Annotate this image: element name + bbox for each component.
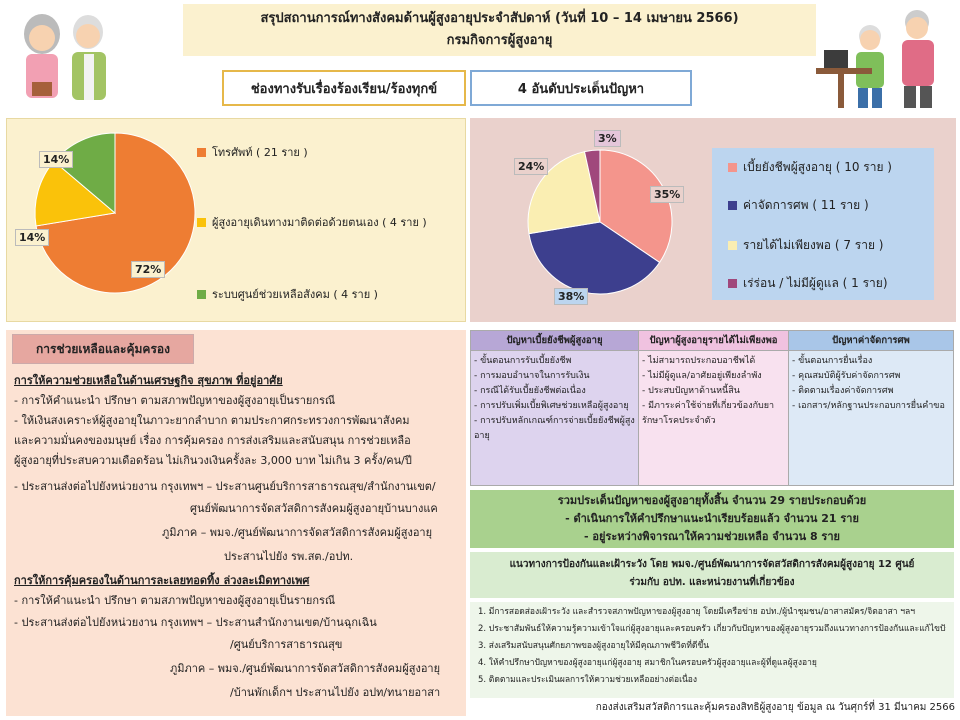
pie2-label-homeless: 3% [594,130,621,147]
legend-income-swatch [728,241,737,250]
assist-subheading-protection: การให้การคุ้มครองในด้านการละเลยทอดทิ้ง ล… [14,574,310,587]
problems-table: ปัญหาเบี้ยยังชีพผู้สูงอายุ ปัญหาผู้สูงอา… [470,330,954,486]
issues-legend: เบี้ยยังชีพผู้สูงอายุ ( 10 ราย ) ค่าจัดก… [712,148,934,300]
legend-system: ระบบศูนย์ช่วยเหลือสังคม ( 4 ราย ) [197,285,378,303]
assist-line: - ประสานส่งต่อไปยังหน่วยงาน กรุงเทพฯ – ป… [14,480,436,493]
elderly-couple-illustration [24,14,106,100]
assist-line: ภูมิภาค – พมจ./ศูนย์พัฒนาการจัดสวัสดิการ… [170,662,441,675]
legend-homeless-swatch [728,279,737,288]
list-item: 4. ให้คำปรึกษาปัญหาของผู้สูงอายุแก่ผู้สู… [478,658,817,668]
report-title: สรุปสถานการณ์ทางสังคมด้านผู้สูงอายุประจำ… [183,4,816,56]
problems-header-funeral: ปัญหาค่าจัดการศพ [788,330,954,351]
problems-col-funeral: ขั้นตอนการยื่นเรื่อง คุณสมบัติผู้รับค่าจ… [788,350,954,486]
pie1-label-walkin: 14% [15,229,50,246]
list-item: การปรับหลักเกณฑ์การจ่ายเบี้ยยังชีพผู้สูง… [474,414,635,444]
list-item: ประสบปัญหาด้านหนี้สิน [642,384,785,399]
pie1-label-phone: 72% [131,261,166,278]
channels-pie-chart [34,132,196,294]
legend-funeral-swatch [728,201,737,210]
pie-slice-homeless [583,149,601,223]
assist-subheading-economic: การให้ความช่วยเหลือในด้านเศรษฐกิจ สุขภาพ… [14,374,283,387]
list-item: เอกสาร/หลักฐานประกอบการยื่นคำขอ [792,399,950,414]
legend-phone: โทรศัพท์ ( 21 ราย ) [197,143,308,161]
legend-walkin-label: ผู้สูงอายุเดินทางมาติดต่อด้วยตนเอง ( 4 ร… [212,216,427,229]
assist-line: - ให้เงินสงเคราะห์ผู้สูงอายุในภาวะยากลำบ… [14,414,410,427]
assist-line: /ศูนย์บริการสาธารณสุข [230,638,343,651]
list-item: 3. ส่งเสริมสนับสนุนศักยภาพของผู้สูงอายุใ… [478,641,710,651]
list-item: ไม่มีผู้ดูแล/อาศัยอยู่เพียงลำพัง [642,369,785,384]
legend-allowance-label: เบี้ยยังชีพผู้สูงอายุ ( 10 ราย ) [743,160,892,174]
assist-line: และความมั่นคงของมนุษย์ เรื่อง การคุ้มครอ… [14,434,411,447]
list-item: การปรับเพิ่มเบี้ยพิเศษช่วยเหลือผู้สูงอาย… [474,399,635,414]
assist-line: - ประสานส่งต่อไปยังหน่วยงาน กรุงเทพฯ – ป… [14,616,377,629]
list-item: ขั้นตอนการรับเบี้ยยังชีพ [474,354,635,369]
list-item: ติดตามเรื่องค่าจัดการศพ [792,384,950,399]
assist-line: - การให้คำแนะนำ ปรึกษา ตามสภาพปัญหาของผู… [14,594,336,607]
list-item: คุณสมบัติผู้รับค่าจัดการศพ [792,369,950,384]
list-item: กรณีได้รับเบี้ยยังชีพต่อเนื่อง [474,384,635,399]
assist-line: ผู้สูงอายุที่ประสบความเดือดร้อน ไม่เกินว… [14,454,412,467]
legend-homeless: เร่ร่อน / ไม่มีผู้ดูแล ( 1 ราย) [728,274,888,293]
legend-allowance: เบี้ยยังชีพผู้สูงอายุ ( 10 ราย ) [728,158,892,177]
legend-income-label: รายได้ไม่เพียงพอ ( 7 ราย ) [743,238,884,252]
prevention-heading-box: แนวทางการป้องกันและเฝ้าระวัง โดย พมจ./ศู… [470,552,954,598]
summary-line-1: รวมประเด็นปัญหาของผู้สูงอายุทั้งสิ้น จำน… [557,494,867,507]
prevention-line-1: แนวทางการป้องกันและเฝ้าระวัง โดย พมจ./ศู… [509,559,915,570]
legend-allowance-swatch [728,163,737,172]
legend-walkin-swatch [197,217,206,227]
list-item: ไม่สามารถประกอบอาชีพได้ [642,354,785,369]
prevention-list: 1. มีการสอดส่องเฝ้าระวัง และสำรวจสภาพปัญ… [470,602,954,698]
legend-income: รายได้ไม่เพียงพอ ( 7 ราย ) [728,236,883,255]
problems-header-income: ปัญหาผู้สูงอายุรายได้ไม่เพียงพอ [638,330,789,351]
list-item: 2. ประชาสัมพันธ์ให้ความรู้ความเข้าใจแก่ผ… [478,624,946,634]
summary-line-3: - อยู่ระหว่างพิจารณาให้ความช่วยเหลือ จำน… [584,530,840,543]
summary-box: รวมประเด็นปัญหาของผู้สูงอายุทั้งสิ้น จำน… [470,490,954,548]
pie2-label-income: 24% [514,158,549,175]
complaint-channels-heading: ช่องทางรับเรื่องร้องเรียน/ร้องทุกข์ [222,70,466,106]
summary-line-2: - ดำเนินการให้คำปรึกษาแนะนำเรียบร้อยแล้ว… [565,512,859,525]
legend-homeless-label: เร่ร่อน / ไม่มีผู้ดูแล ( 1 ราย) [743,276,888,290]
list-item: 5. ติดตามและประเมินผลการให้ความช่วยเหลือ… [478,675,698,685]
assistance-panel [6,330,466,716]
assist-line: ภูมิภาค – พมจ./ศูนย์พัฒนาการจัดสวัสดิการ… [162,526,433,539]
problems-col-income: ไม่สามารถประกอบอาชีพได้ ไม่มีผู้ดูแล/อาศ… [638,350,789,486]
legend-funeral: ค่าจัดการศพ ( 11 ราย ) [728,196,869,215]
assist-line: ศูนย์พัฒนาการจัดสวัสดิการสังคมผู้สูงอายุ… [190,502,438,515]
elderly-laptop-illustration [816,10,934,108]
legend-walkin: ผู้สูงอายุเดินทางมาติดต่อด้วยตนเอง ( 4 ร… [197,213,427,231]
list-item: 1. มีการสอดส่องเฝ้าระวัง และสำรวจสภาพปัญ… [478,607,916,617]
pie2-label-allowance: 35% [650,186,685,203]
legend-phone-label: โทรศัพท์ ( 21 ราย ) [212,146,308,159]
pie-slice-income [527,151,601,235]
assistance-heading: การช่วยเหลือและคุ้มครอง [12,334,194,364]
list-item: การมอบอำนาจในการรับเงิน [474,369,635,384]
footer-source: กองส่งเสริมสวัสดิการและคุ้มครองสิทธิผู้ส… [595,702,955,713]
channels-chart-panel: 72% 14% 14% โทรศัพท์ ( 21 ราย ) ผู้สูงอา… [6,118,466,322]
list-item: มีภาระค่าใช้จ่ายที่เกี่ยวข้องกับยารักษาโ… [642,399,785,429]
pie2-label-funeral: 38% [554,288,589,305]
list-item: ขั้นตอนการยื่นเรื่อง [792,354,950,369]
top-issues-heading: 4 อันดับประเด็นปัญหา [470,70,692,106]
legend-system-label: ระบบศูนย์ช่วยเหลือสังคม ( 4 ราย ) [212,288,378,301]
assist-line: /บ้านพักเด็กฯ ประสานไปยัง อปท/ทนายอาสา [230,686,441,699]
legend-funeral-label: ค่าจัดการศพ ( 11 ราย ) [743,198,869,212]
issues-pie-chart [527,149,673,295]
prevention-line-2: ร่วมกับ อปท. และหน่วยงานที่เกี่ยวข้อง [629,577,795,588]
pie1-label-system: 14% [39,151,74,168]
legend-system-swatch [197,289,206,299]
title-line-2: กรมกิจการผู้สูงอายุ [446,33,553,48]
problems-header-allowance: ปัญหาเบี้ยยังชีพผู้สูงอายุ [470,330,639,351]
assist-line: ประสานไปยัง รพ.สต./อปท. [224,550,354,563]
title-line-1: สรุปสถานการณ์ทางสังคมด้านผู้สูงอายุประจำ… [260,11,739,26]
assist-line: - การให้คำแนะนำ ปรึกษา ตามสภาพปัญหาของผู… [14,394,336,407]
legend-phone-swatch [197,147,206,157]
problems-col-allowance: ขั้นตอนการรับเบี้ยยังชีพ การมอบอำนาจในกา… [470,350,639,486]
